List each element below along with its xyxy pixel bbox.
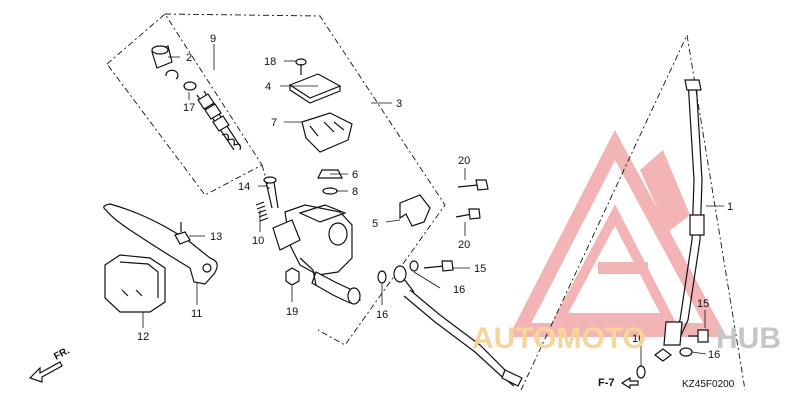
callout-16-mid: 16	[453, 284, 465, 296]
banjo-fitting	[393, 265, 415, 293]
callout-7: 7	[271, 117, 277, 129]
watermark-secondary: HUB	[716, 322, 781, 355]
callout-20-upper: 20	[458, 155, 470, 167]
bolt-20-upper	[457, 179, 489, 191]
callout-19: 19	[286, 306, 298, 318]
circlip-17	[165, 69, 179, 80]
callout-8: 8	[352, 186, 358, 198]
callout-9: 9	[210, 33, 216, 45]
assembly-outline-1	[520, 33, 746, 391]
direction-label: FR.	[52, 345, 72, 362]
watermark-text: AUTOMOTO HUB	[472, 322, 781, 355]
callout-15-lower: 15	[697, 298, 709, 310]
bolt-20-lower	[455, 208, 481, 220]
brake-hose-1	[403, 79, 705, 387]
callout-10: 10	[252, 235, 264, 247]
holder-5	[399, 194, 431, 227]
callout-16-right: 16	[708, 349, 720, 361]
lever-cover-12	[104, 254, 166, 313]
bolt-15-lower	[688, 329, 709, 343]
callouts: 2 3 4 5 6 7 8 9 10 11 12 13 14 15 15 16 …	[137, 33, 733, 361]
callout-20-lower: 20	[458, 239, 470, 251]
watermark-logo	[508, 129, 727, 337]
master-cylinder-body	[272, 204, 362, 305]
bolt-14	[263, 176, 279, 209]
reference-f7: F-7	[598, 376, 639, 390]
watermark-primary: AUTOMOTO	[472, 322, 646, 355]
bolt-15-upper	[423, 260, 454, 272]
diagram-code: KZ45F0200	[682, 379, 735, 390]
reference-label: F-7	[598, 377, 615, 389]
washer-17	[183, 81, 197, 91]
callout-11: 11	[191, 308, 202, 320]
nut-19	[285, 267, 300, 286]
washer-16-bottom	[636, 365, 646, 379]
piston-rod	[196, 90, 241, 151]
callout-3: 3	[396, 98, 402, 110]
callout-17: 17	[183, 102, 195, 114]
callout-18: 18	[264, 56, 276, 68]
callout-2: 2	[186, 52, 192, 64]
brake-lever-11	[103, 203, 218, 285]
callout-15-upper: 15	[474, 263, 486, 275]
callout-12: 12	[137, 331, 149, 343]
callout-16-bottom: 16	[632, 333, 644, 345]
reservoir-cap-4	[288, 73, 342, 104]
leader-lines	[142, 44, 724, 366]
washer-16-right	[679, 347, 693, 357]
callout-4: 4	[265, 81, 271, 93]
piston-boot	[151, 45, 173, 69]
callout-13: 13	[210, 231, 222, 243]
front-direction-arrow: FR.	[28, 345, 72, 383]
spring-10	[255, 201, 269, 222]
pivot-bolt-13	[174, 222, 191, 245]
callout-16-left: 16	[376, 309, 388, 321]
washer-16-mid	[409, 260, 419, 272]
oring-8	[322, 187, 338, 195]
callout-14: 14	[238, 181, 250, 193]
callout-1: 1	[727, 201, 733, 213]
washer-16-left	[377, 270, 387, 284]
callout-5: 5	[372, 218, 378, 230]
screw-18	[295, 58, 307, 75]
diaphragm-plate-7	[301, 112, 353, 153]
callout-6: 6	[352, 169, 358, 181]
